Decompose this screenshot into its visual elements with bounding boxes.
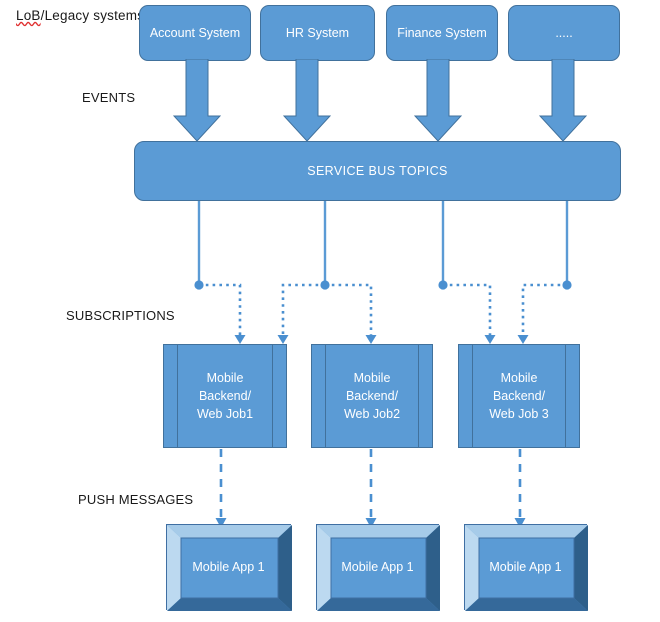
backend-label-line2: Backend/ [492, 388, 546, 403]
subscription-dot-4 [562, 280, 572, 290]
subscription-dot-1 [194, 280, 204, 290]
backend-box-label: Mobile Backend/ Web Job1 [197, 369, 253, 423]
mobile-app-label: Mobile App 1 [341, 560, 414, 574]
source-box-label: Account System [149, 26, 241, 40]
backend-label-line2: Backend/ [345, 388, 399, 403]
mobile-app-label: Mobile App 1 [192, 560, 265, 574]
subscription-dot-2 [320, 280, 330, 290]
event-block-arrow-1 [173, 59, 221, 142]
subscription-route-5 [521, 283, 567, 335]
backend-box-label: Mobile Backend/ Web Job 3 [489, 369, 549, 423]
stage-label-push-messages: PUSH MESSAGES [78, 492, 194, 507]
source-box-label: HR System [285, 26, 350, 40]
subscription-dot-group [194, 280, 572, 290]
mobile-app-box-3[interactable]: Mobile App 1 [464, 524, 588, 611]
subscription-route-3 [325, 283, 373, 335]
subscription-arrowhead-1 [234, 335, 246, 344]
stage-label-lob: LoB/Legacy systems [16, 8, 144, 23]
bevel-frame [167, 525, 292, 611]
subscription-arrowhead-group [234, 335, 529, 344]
mobile-app-box-1[interactable]: Mobile App 1 [166, 524, 292, 611]
source-box-finance-system[interactable]: Finance System [386, 5, 498, 61]
source-box-label: ..... [555, 26, 573, 40]
bevel-frame [317, 525, 440, 611]
backend-label-line3: Web Job 3 [489, 407, 549, 422]
backend-label-line1: Mobile [206, 370, 244, 385]
stage-label-subscriptions: SUBSCRIPTIONS [66, 308, 175, 323]
subscription-dot-3 [438, 280, 448, 290]
subscription-route-2 [281, 283, 325, 335]
backend-label-line2: Backend/ [198, 388, 252, 403]
service-bus-topics-bar[interactable]: SERVICE BUS TOPICS [134, 141, 621, 201]
backend-label-line3: Web Job1 [196, 407, 254, 422]
backend-box-webjob3[interactable]: Mobile Backend/ Web Job 3 [458, 344, 580, 448]
subscription-route-1 [199, 283, 242, 335]
source-box-ellipsis[interactable]: ..... [508, 5, 620, 61]
event-block-arrow-2 [283, 59, 331, 142]
backend-label-line3: Web Job2 [343, 407, 401, 422]
backend-box-label: Mobile Backend/ Web Job2 [344, 369, 400, 423]
service-bus-topics-label: SERVICE BUS TOPICS [307, 164, 448, 178]
source-box-hr-system[interactable]: HR System [260, 5, 375, 61]
source-box-account-system[interactable]: Account System [139, 5, 251, 61]
event-block-arrow-4 [539, 59, 587, 142]
backend-label-line1: Mobile [353, 370, 391, 385]
stage-label-events: EVENTS [82, 90, 136, 105]
backend-label-line1: Mobile [500, 370, 538, 385]
subscription-arrowhead-5 [517, 335, 529, 344]
lob-misspelled-word: LoB [16, 8, 41, 23]
source-box-label: Finance System [397, 26, 487, 40]
mobile-app-box-2[interactable]: Mobile App 1 [316, 524, 440, 611]
subscription-route-4 [443, 283, 492, 335]
backend-box-webjob2[interactable]: Mobile Backend/ Web Job2 [311, 344, 433, 448]
subscription-arrowhead-2 [277, 335, 289, 344]
lob-label-suffix: /Legacy systems [40, 8, 145, 23]
mobile-app-label: Mobile App 1 [489, 560, 562, 574]
backend-box-webjob1[interactable]: Mobile Backend/ Web Job1 [163, 344, 287, 448]
subscription-arrowhead-4 [484, 335, 496, 344]
subscription-arrowhead-3 [365, 335, 377, 344]
event-block-arrow-3 [414, 59, 462, 142]
bevel-frame [465, 525, 588, 611]
